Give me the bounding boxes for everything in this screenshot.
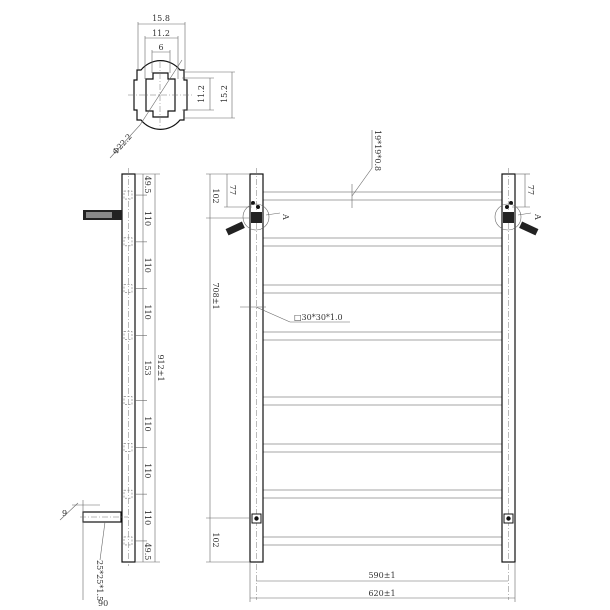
dim-bracket-offset: 9 <box>62 509 67 518</box>
dim-overall-width: 620±1 <box>368 589 395 598</box>
left-valve <box>225 221 245 236</box>
bar-socket <box>123 331 133 340</box>
side-spacing-label: 49.5 <box>143 176 152 194</box>
dim-bracket-drop-left: 77 <box>228 185 237 195</box>
dim-bracket-depth: 90 <box>98 599 108 608</box>
dim-post-profile: □30*30*1.0 <box>294 313 343 322</box>
dim-center-width: 590±1 <box>368 571 395 580</box>
towel-bar <box>263 237 502 247</box>
dim-top-margin: 102 <box>211 188 220 203</box>
left-top-bracket <box>251 212 262 223</box>
side-spacing-label: 153 <box>143 360 152 375</box>
bar-socket <box>123 190 133 200</box>
dim-height-inner: 11.2 <box>197 85 206 103</box>
side-spacing-label: 110 <box>143 211 152 226</box>
side-spacing-label: 110 <box>143 416 152 431</box>
towel-bar <box>263 489 502 499</box>
right-top-bracket <box>503 212 514 223</box>
side-spacing-label: 110 <box>143 258 152 273</box>
front-view: 102 77 708±1 102 77 A A 19*19*0.8 □30*30… <box>206 130 542 602</box>
bar-socket <box>123 284 133 293</box>
towel-bar <box>263 331 502 341</box>
towel-bar <box>263 443 502 453</box>
dim-bracket-drop-right: 77 <box>526 185 535 195</box>
side-spacing-label: 110 <box>143 510 152 525</box>
right-valve <box>519 221 539 236</box>
dim-bar-profile: 19*19*0.8 <box>373 130 382 171</box>
section-inner <box>145 72 176 118</box>
towel-bar <box>263 191 502 201</box>
bar-socket <box>123 536 133 546</box>
towel-bar <box>263 284 502 294</box>
dim-mid-height: 708±1 <box>211 282 220 309</box>
towel-bar <box>263 536 502 546</box>
dim-total-height: 912±1 <box>156 354 165 381</box>
dim-width-outer: 15.8 <box>152 14 170 23</box>
dim-width-inner: 11.2 <box>152 29 170 38</box>
bar-socket <box>123 443 133 452</box>
dim-diameter: Φ22.2 <box>111 132 134 156</box>
bar-socket <box>123 489 133 499</box>
side-spacing-label: 110 <box>143 304 152 319</box>
dim-height-outer: 15.2 <box>220 85 229 103</box>
side-spacing-label: 110 <box>143 463 152 478</box>
detail-label-left: A <box>281 213 290 220</box>
side-view: 49.5 110 110 110 153 110 110 110 49.5 912±1 9 25… <box>59 168 165 608</box>
bar-socket <box>123 396 133 405</box>
dim-width-slot: 6 <box>158 43 163 52</box>
section-view: 15.8 11.2 6 11.2 15.2 Φ22.2 <box>109 14 235 159</box>
dim-bottom-margin: 102 <box>211 532 220 547</box>
side-spacing-label: 49.5 <box>143 543 152 561</box>
detail-label-right: A <box>533 213 542 220</box>
dim-bracket-profile: 25*25*1.5 <box>95 560 104 601</box>
bar-socket <box>123 237 133 247</box>
towel-bar <box>263 396 502 406</box>
